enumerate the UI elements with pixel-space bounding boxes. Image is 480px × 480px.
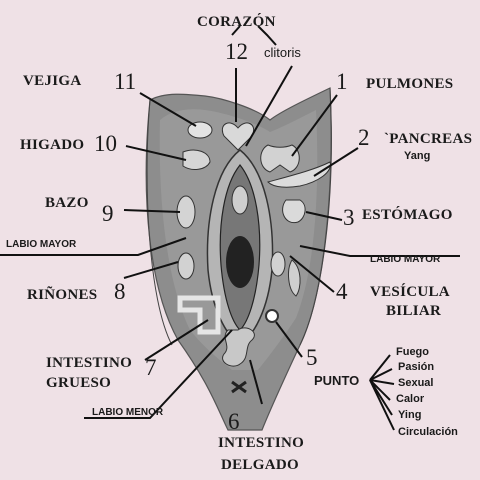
- bladder-organ: [187, 121, 213, 139]
- intestino-grueso-label-line2: GRUESO: [46, 375, 112, 391]
- estomago-label: ESTÓMAGO: [362, 207, 453, 223]
- number-3: 3: [343, 205, 355, 230]
- number-9: 9: [102, 201, 114, 226]
- rinones-label: RIÑONES: [27, 287, 98, 303]
- small-intestine-organ: [222, 327, 255, 367]
- point-5-organ: [265, 309, 279, 323]
- punto-item-fuego: Fuego: [396, 346, 429, 358]
- vaginal-opening: [226, 236, 254, 288]
- liver-organ: [182, 149, 211, 170]
- large-intestine-organ: [177, 295, 221, 335]
- number-8: 8: [114, 279, 126, 304]
- yang-label: Yang: [404, 150, 431, 162]
- number-6: 6: [228, 409, 240, 434]
- punto-label: PUNTO: [314, 373, 360, 388]
- pancreas-organ: [267, 161, 331, 188]
- vejiga-label: VEJIGA: [23, 73, 82, 89]
- kidney-right-organ: [270, 251, 286, 277]
- stomach-organ: [282, 199, 306, 224]
- clitoral-hood: [231, 185, 249, 215]
- number-2: 2: [358, 125, 370, 150]
- punto-item-ying: Ying: [398, 409, 422, 421]
- kidney-left-organ: [177, 252, 195, 280]
- gallbladder-organ: [288, 259, 301, 297]
- left-leg-edge: [146, 99, 173, 346]
- heart-organ: [222, 122, 254, 151]
- pulmones-label: PULMONES: [366, 76, 454, 92]
- number-4: 4: [336, 279, 348, 304]
- number-11: 11: [114, 69, 137, 94]
- labio-menor-label: LABIO MENOR: [92, 407, 164, 418]
- punto-item-calor: Calor: [396, 393, 425, 405]
- pancreas-label: `PANCREAS: [384, 131, 473, 147]
- number-1: 1: [336, 69, 348, 94]
- intestino-grueso-label-line1: INTESTINO: [46, 355, 133, 371]
- clitoris-label: clitoris: [264, 45, 301, 60]
- right-leg-edge: [299, 87, 332, 346]
- higado-label: HIGADO: [20, 137, 85, 153]
- number-5: 5: [306, 345, 318, 370]
- punto-item-circulacion: Circulación: [398, 426, 458, 438]
- number-7: 7: [145, 355, 157, 380]
- number-10: 10: [94, 131, 117, 156]
- corazon-label: CORAZÓN: [197, 14, 276, 30]
- lungs-organ: [260, 144, 300, 173]
- connector-lines: [0, 25, 460, 431]
- anus-organ: [231, 380, 247, 394]
- vesicula-label-line2: BILIAR: [386, 303, 442, 319]
- bazo-label: BAZO: [45, 195, 89, 211]
- vesicula-label-line1: VESÍCULA: [370, 284, 450, 300]
- punto-item-pasion: Pasión: [398, 361, 435, 373]
- intestino-delgado-label-line1: INTESTINO: [218, 435, 305, 451]
- intestino-delgado-label-line2: DELGADO: [221, 457, 299, 473]
- labio-mayor-right-label: LABIO MAYOR: [370, 254, 441, 265]
- labio-mayor-left-label: LABIO MAYOR: [6, 239, 77, 250]
- number-12: 12: [225, 39, 248, 64]
- punto-item-sexual: Sexual: [398, 377, 434, 389]
